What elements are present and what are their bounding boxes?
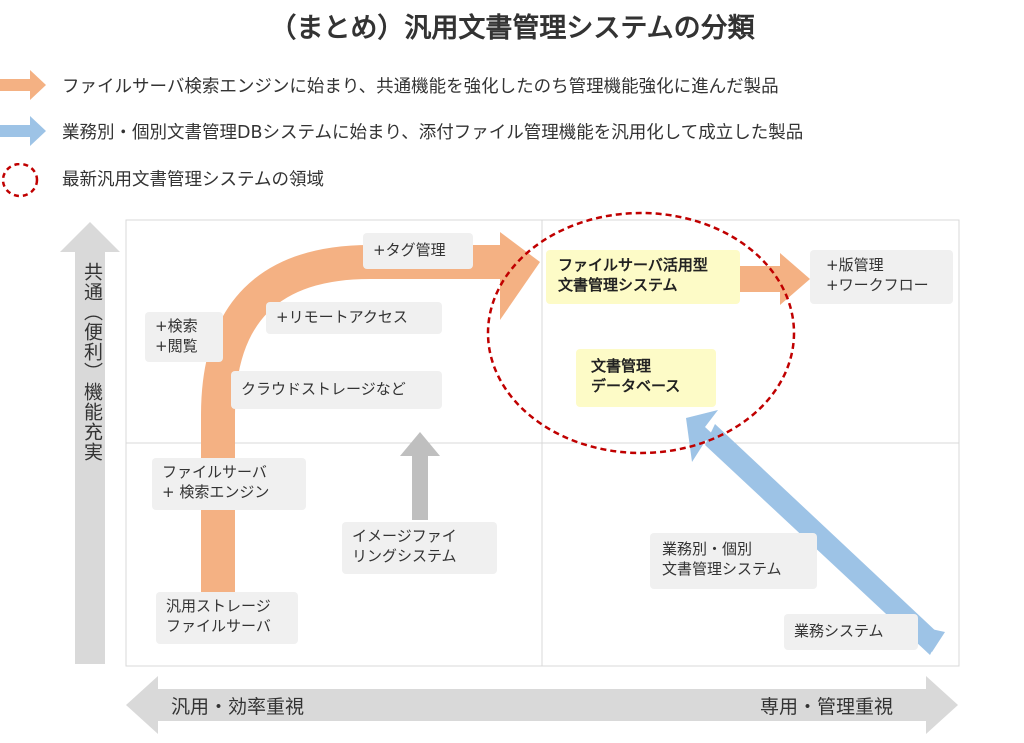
general-storage-box: 汎用ストレージ ファイルサーバ bbox=[156, 592, 298, 644]
search-engine-text: + 検索エンジン bbox=[162, 483, 270, 501]
dms-text: 文書管理システム bbox=[558, 276, 678, 294]
cloud-storage-text: クラウドストレージなど bbox=[241, 380, 406, 398]
version-text: +版管理 bbox=[826, 256, 884, 274]
orange-arrowhead-main bbox=[500, 232, 540, 320]
orange-second-shaft bbox=[740, 266, 782, 292]
y-axis-label: 共通（便利）機能充実 bbox=[81, 262, 103, 462]
orange-arrowhead-second bbox=[780, 253, 810, 305]
gray-up-arrow bbox=[400, 432, 440, 520]
tag-management-text: +タグ管理 bbox=[373, 241, 446, 259]
business-system-text: 業務システム bbox=[794, 622, 884, 640]
legend-text-blue: 業務別・個別文書管理DBシステムに始まり、添付ファイル管理機能を汎用化して成立し… bbox=[62, 123, 804, 143]
document-database-box: 文書管理 データベース bbox=[576, 349, 716, 407]
fileserver-type-dms-box: ファイルサーバ活用型 文書管理システム bbox=[546, 250, 740, 304]
orange-arrow-icon bbox=[0, 70, 46, 100]
workflow-text: +ワークフロー bbox=[826, 276, 929, 294]
general-storage-text: 汎用ストレージ bbox=[166, 597, 271, 615]
x-axis-arrow bbox=[126, 676, 958, 734]
dashed-circle-icon bbox=[1, 163, 39, 198]
cloud-storage-box: クラウドストレージなど bbox=[231, 371, 442, 409]
x-axis-right-label: 専用・管理重視 bbox=[760, 696, 894, 718]
legend-text-circle: 最新汎用文書管理システムの領域 bbox=[62, 170, 324, 190]
page-title: （まとめ）汎用文書管理システムの分類 bbox=[269, 13, 755, 44]
latest-system-area-circle bbox=[486, 211, 796, 455]
document-management-text: 文書管理 bbox=[591, 357, 652, 375]
storage-fileserver-text: ファイルサーバ bbox=[166, 617, 271, 635]
blue-arrow-shaft bbox=[705, 424, 940, 655]
remote-access-box: +リモートアクセス bbox=[266, 302, 442, 334]
image-filing-box: イメージファイ リングシステム bbox=[342, 522, 497, 574]
image-filing-text-1: イメージファイ bbox=[352, 527, 457, 545]
business-system-box: 業務システム bbox=[784, 614, 918, 650]
business-dms-text: 文書管理システム bbox=[662, 560, 782, 578]
legend-item-orange: ファイルサーバ検索エンジンに始まり、共通機能を強化したのち管理機能強化に進んだ製… bbox=[0, 70, 1024, 100]
database-text: データベース bbox=[591, 377, 681, 395]
fileserver-text: ファイルサーバ bbox=[162, 463, 267, 481]
search-view-box: +検索 +閲覧 bbox=[145, 312, 223, 362]
legend-text-orange: ファイルサーバ検索エンジンに始まり、共通機能を強化したのち管理機能強化に進んだ製… bbox=[62, 77, 779, 97]
x-axis-left-label: 汎用・効率重視 bbox=[171, 696, 305, 718]
image-filing-text-2: リングシステム bbox=[352, 547, 457, 565]
remote-access-text: +リモートアクセス bbox=[276, 308, 408, 326]
fileserver-type-text: ファイルサーバ活用型 bbox=[558, 256, 708, 274]
view-text: +閲覧 bbox=[155, 337, 198, 355]
legend-item-circle: 最新汎用文書管理システムの領域 bbox=[0, 163, 1024, 198]
y-axis-arrow bbox=[60, 222, 120, 664]
tag-management-box: +タグ管理 bbox=[363, 233, 473, 269]
version-workflow-box: +版管理 +ワークフロー bbox=[810, 250, 953, 304]
legend-item-blue: 業務別・個別文書管理DBシステムに始まり、添付ファイル管理機能を汎用化して成立し… bbox=[0, 116, 1024, 146]
business-individual-text: 業務別・個別 bbox=[662, 540, 753, 558]
fileserver-search-box: ファイルサーバ + 検索エンジン bbox=[152, 458, 306, 510]
business-individual-box: 業務別・個別 文書管理システム bbox=[650, 533, 817, 589]
orange-growth-path bbox=[201, 245, 505, 605]
blue-arrow-icon bbox=[0, 116, 46, 146]
search-text: +検索 bbox=[155, 317, 198, 335]
